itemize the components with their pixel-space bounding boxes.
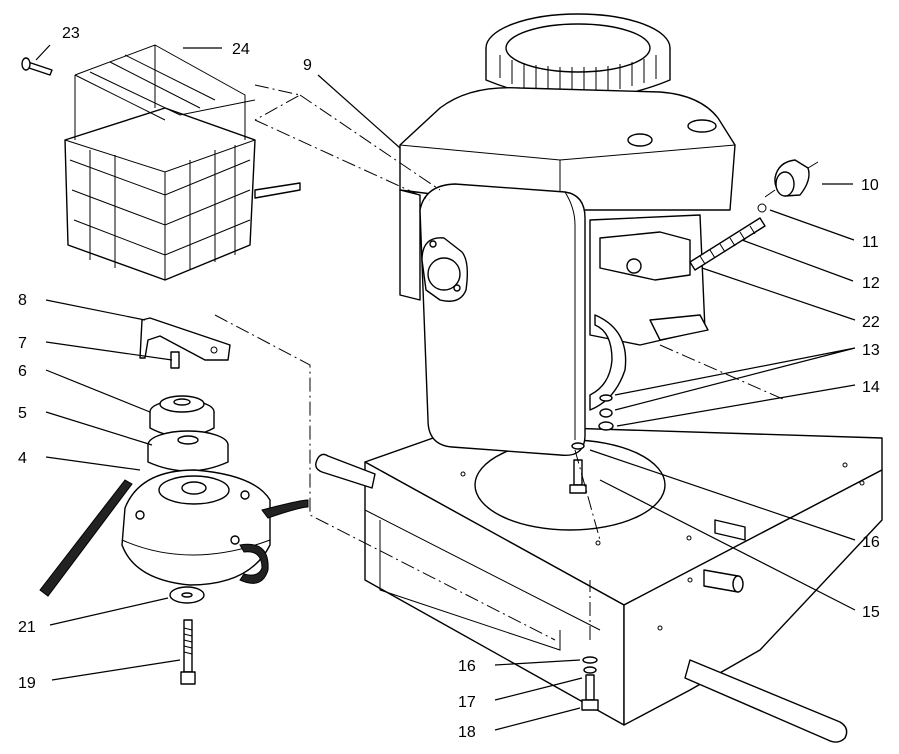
callout-17: 17 (458, 694, 476, 711)
lower-hardware (581, 656, 599, 711)
callout-11: 11 (862, 234, 879, 251)
callout-9: 9 (303, 57, 312, 74)
deck-frame (315, 424, 883, 743)
callout-6: 6 (18, 363, 27, 380)
callout-5: 5 (18, 405, 27, 422)
callout-24: 24 (232, 41, 250, 58)
engine-mount-hardware (569, 394, 614, 494)
callout-23: 23 (62, 25, 80, 42)
engine-assembly (399, 13, 819, 457)
callout-16-upper: 16 (862, 534, 880, 551)
leader-lines (35, 44, 856, 731)
battery-cage (21, 44, 301, 281)
callout-8: 8 (18, 292, 27, 309)
callout-19: 19 (18, 675, 36, 692)
callout-18: 18 (458, 724, 476, 741)
callout-15: 15 (862, 604, 880, 621)
callout-12: 12 (862, 275, 880, 292)
callout-7: 7 (18, 335, 27, 352)
callout-10: 10 (861, 177, 879, 194)
callout-4: 4 (18, 450, 27, 467)
callout-13: 13 (862, 342, 880, 359)
assembly-centerlines (214, 84, 786, 641)
clutch-assembly (39, 317, 309, 685)
callout-22: 22 (862, 314, 880, 331)
callout-21: 21 (18, 619, 36, 636)
callout-labels: 23 24 9 10 11 12 22 13 14 8 7 6 5 4 16 1… (18, 25, 880, 741)
callout-14: 14 (862, 379, 880, 396)
callout-16-lower: 16 (458, 658, 476, 675)
